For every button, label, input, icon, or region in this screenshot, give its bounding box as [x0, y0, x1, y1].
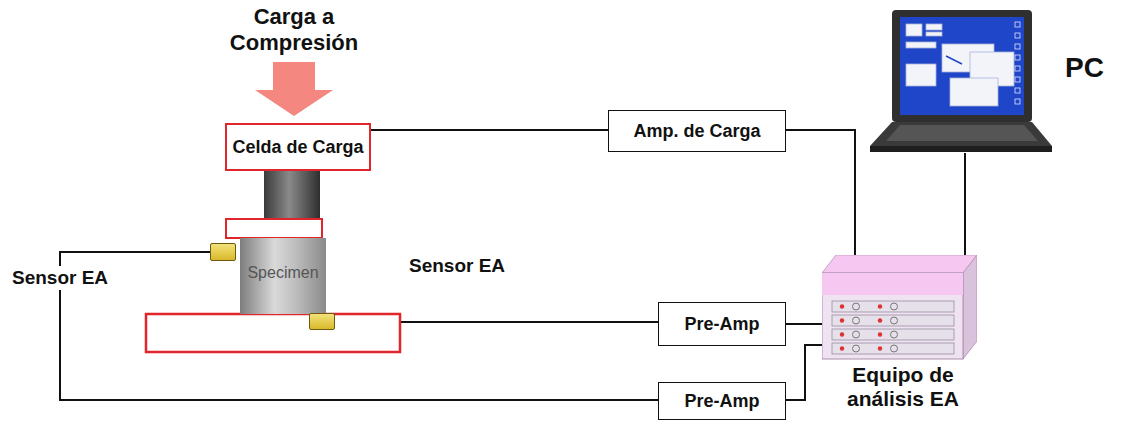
load-label: Carga a Compresión — [209, 4, 379, 56]
laptop-icon — [870, 8, 1052, 153]
signal-wire — [60, 252, 658, 400]
compression-arrow — [255, 62, 333, 116]
signal-wire — [786, 130, 855, 255]
signal-wire — [786, 323, 822, 325]
node-caption: PC — [1065, 52, 1104, 84]
load-amplifier-box: Amp. de Carga — [608, 110, 786, 152]
upper-platen — [226, 219, 322, 238]
ae-analyzer: Equipo de análisis EA — [822, 255, 977, 360]
box-label: Pre-Amp — [684, 391, 759, 412]
pc-laptop: PC — [870, 8, 1052, 153]
box-label: Celda de Carga — [232, 137, 363, 158]
node-caption: Equipo de análisis EA — [828, 363, 978, 411]
specimen-block: Specimen — [240, 238, 326, 314]
signal-wire — [964, 153, 966, 255]
node-caption: Sensor EA — [9, 266, 111, 290]
specimen-label: Specimen — [247, 264, 318, 314]
signal-wire — [371, 129, 608, 131]
loading-ram — [264, 171, 320, 219]
signal-wire — [786, 345, 822, 400]
node-caption-holder: Equipo de análisis EA — [828, 363, 978, 411]
node-caption-holder: Sensor EA — [406, 254, 508, 278]
preamp-box: Pre-Amp — [658, 382, 786, 420]
ae-sensor: Sensor EA — [309, 313, 335, 330]
box-label: Amp. de Carga — [633, 121, 760, 142]
ae-sensor: Sensor EA — [210, 243, 236, 261]
node-caption-holder: Sensor EA — [9, 266, 111, 290]
node-caption-holder: PC — [1065, 52, 1104, 84]
analyzer-unit-icon — [822, 255, 977, 360]
node-caption: Sensor EA — [406, 254, 508, 278]
lower-platen — [146, 314, 400, 352]
load-cell-box: Celda de Carga — [225, 123, 371, 171]
box-label: Pre-Amp — [684, 314, 759, 335]
preamp-box: Pre-Amp — [658, 302, 786, 346]
